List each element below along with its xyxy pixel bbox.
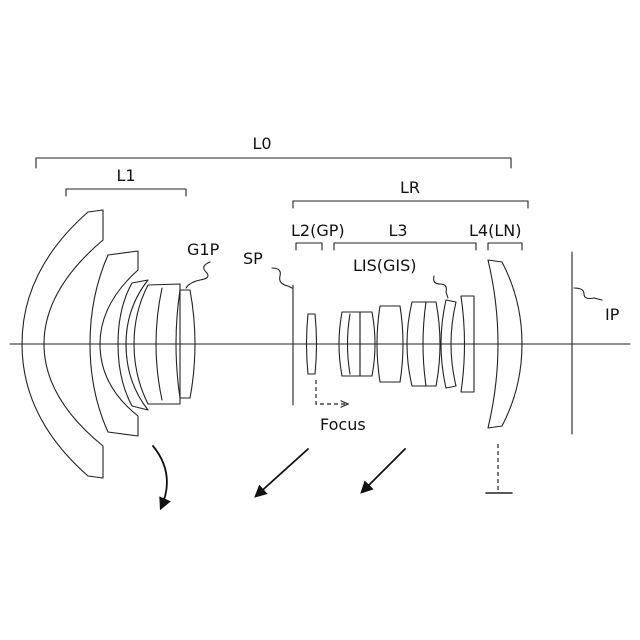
movement-arrow-l1 — [153, 446, 167, 508]
bracket-l1 — [66, 189, 186, 196]
bracket-l4 — [488, 243, 522, 250]
label-l0: L0 — [252, 134, 271, 153]
bracket-lr — [293, 201, 528, 208]
movement-arrow-l2 — [256, 449, 308, 496]
bracket-l3 — [334, 243, 476, 250]
leader-sp — [272, 268, 292, 288]
lens-element-3 — [118, 280, 148, 410]
label-focus: Focus — [320, 415, 366, 434]
label-lr: LR — [400, 178, 420, 197]
label-lis: LIS(GIS) — [353, 256, 417, 275]
leader-g1p — [186, 262, 210, 288]
label-l4: L4(LN) — [469, 221, 521, 240]
bracket-l0 — [36, 158, 511, 168]
focus-arrow — [316, 380, 348, 404]
label-l3: L3 — [388, 221, 407, 240]
bracket-l2 — [296, 243, 322, 250]
movement-arrow-l3 — [362, 449, 405, 492]
label-sp: SP — [243, 249, 263, 268]
label-l2: L2(GP) — [291, 221, 345, 240]
label-l1: L1 — [116, 166, 135, 185]
label-ip: IP — [605, 305, 620, 324]
leader-ip — [574, 288, 602, 300]
leader-lis — [434, 276, 448, 298]
label-g1p: G1P — [187, 240, 220, 259]
